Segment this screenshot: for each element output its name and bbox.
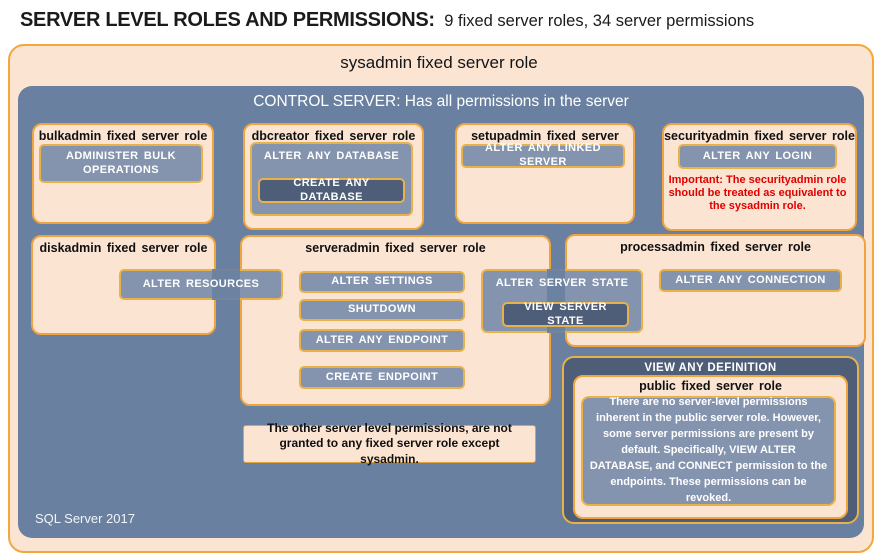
other-permissions-note: The other server level permissions, are …	[243, 421, 536, 466]
permission-alter-settings: ALTER SETTINGS	[299, 271, 465, 293]
serveradmin-label: serveradmin fixed server role	[305, 241, 486, 255]
permission-alter-server-state: ALTER SERVER STATE VIEW SERVER STATE	[481, 269, 643, 333]
permission-alter-any-login: ALTER ANY LOGIN	[678, 144, 837, 169]
public-role-label: public fixed server role	[639, 379, 782, 393]
securityadmin-label: securityadmin fixed server role	[664, 129, 855, 143]
permission-administer-bulk-operations: ADMINISTER BULK OPERATIONS	[39, 144, 203, 183]
page-title-subtitle: 9 fixed server roles, 34 server permissi…	[444, 12, 755, 30]
permission-create-endpoint: CREATE ENDPOINT	[299, 366, 465, 389]
sysadmin-role-label: sysadmin fixed server role	[340, 53, 538, 72]
alter-resources-label: ALTER RESOURCES	[142, 277, 260, 290]
bulkadmin-label: bulkadmin fixed server role	[38, 129, 208, 143]
view-any-definition-label: VIEW ANY DEFINITION	[644, 362, 777, 374]
page-title-main: SERVER LEVEL ROLES AND PERMISSIONS:	[20, 9, 435, 31]
permission-alter-any-connection: ALTER ANY CONNECTION	[659, 269, 842, 292]
control-server-label: CONTROL SERVER: Has all permissions in t…	[253, 93, 629, 110]
alter-any-database-label: ALTER ANY DATABASE	[263, 150, 400, 162]
role-box-public: public fixed server role There are no se…	[573, 375, 848, 519]
role-box-serveradmin: serveradmin fixed server role ALTER SETT…	[240, 235, 551, 406]
permission-alter-resources: ALTER RESOURCES	[119, 269, 283, 300]
role-box-dbcreator: dbcreator fixed server role ALTER ANY DA…	[243, 123, 424, 230]
sql-server-version-label: SQL Server 2017	[35, 511, 135, 526]
permission-shutdown: SHUTDOWN	[299, 299, 465, 321]
page-title: SERVER LEVEL ROLES AND PERMISSIONS: 9 fi…	[20, 9, 754, 32]
securityadmin-important-note: Important: The securityadmin role should…	[668, 174, 847, 213]
background-seam	[212, 269, 240, 300]
permission-alter-any-linked-server: ALTER ANY LINKED SERVER	[461, 142, 625, 168]
diskadmin-label: diskadmin fixed server role	[39, 241, 208, 255]
dbcreator-label: dbcreator fixed server role	[251, 129, 416, 143]
permission-view-server-state: VIEW SERVER STATE	[502, 301, 629, 327]
processadmin-label: processadmin fixed server role	[620, 240, 811, 254]
permission-view-any-definition: VIEW ANY DEFINITION public fixed server …	[562, 356, 859, 524]
role-box-bulkadmin: bulkadmin fixed server role ADMINISTER B…	[32, 123, 214, 224]
alter-server-state-label: ALTER SERVER STATE	[495, 277, 629, 289]
role-box-setupadmin: setupadmin fixed server role ALTER ANY L…	[455, 123, 635, 224]
permission-create-any-database: CREATE ANY DATABASE	[258, 177, 405, 203]
public-role-description: There are no server-level permissions in…	[581, 396, 836, 506]
permission-alter-any-database: ALTER ANY DATABASE CREATE ANY DATABASE	[250, 142, 413, 216]
role-box-securityadmin: securityadmin fixed server role ALTER AN…	[662, 123, 857, 231]
permission-alter-any-endpoint: ALTER ANY ENDPOINT	[299, 329, 465, 352]
